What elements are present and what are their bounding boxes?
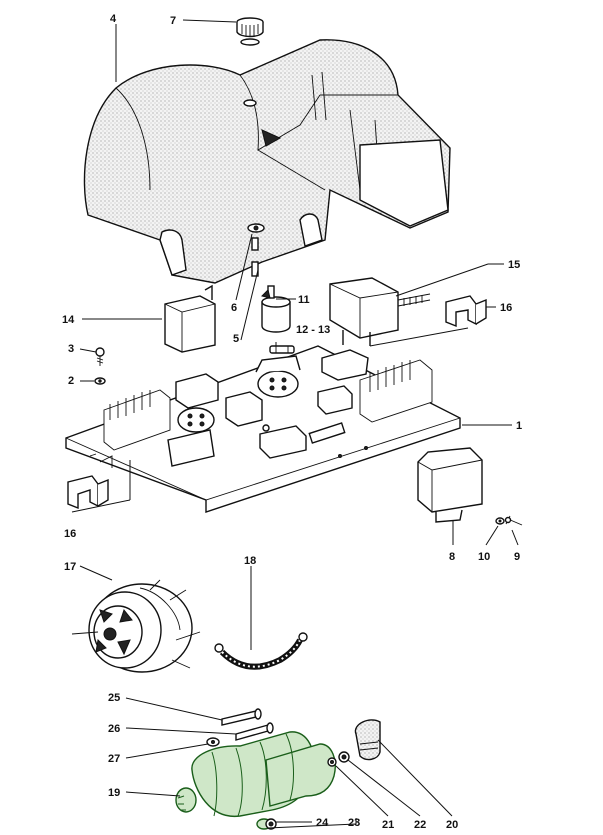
callout-20: 20 [446,819,458,831]
callout-5: 5 [233,333,239,345]
alternator-part [71,579,201,673]
callout-2: 2 [68,375,74,387]
cylinder-relay-part [261,285,291,333]
callout-11: 11 [298,294,310,306]
socket-middle [255,355,301,398]
callout-17: 17 [64,561,76,573]
callout-7: 7 [170,15,176,27]
callout-3: 3 [68,343,74,355]
callout-14: 14 [62,314,75,326]
screw-and-washer-part [94,347,106,385]
nut-lower-part [265,818,277,830]
callout-24: 24 [316,817,329,829]
callout-27: 27 [108,753,120,765]
callout-16-lower: 16 [64,528,76,540]
callout-15: 15 [508,259,520,271]
callout-22: 22 [414,819,426,831]
callout-8: 8 [449,551,455,563]
callout-16-upper: 16 [500,302,512,314]
callout-21: 21 [382,819,394,831]
callout-25: 25 [108,692,120,704]
callout-26: 26 [108,723,120,735]
rubber-boot-part [354,719,381,761]
relay-block-part [164,284,216,353]
ground-strap-part [214,632,308,670]
callout-9: 9 [514,551,520,563]
starter-motor-part [175,731,336,830]
fuse-part [269,345,295,354]
base-plate-part [65,345,461,513]
washer-and-pin-part [247,223,265,277]
callout-labels: 4 7 6 5 11 12 - 13 14 15 16 3 2 1 16 8 1… [62,13,522,831]
relay-with-terminal-part [329,277,431,346]
callout-19: 19 [108,787,120,799]
nuts-part [327,751,350,767]
callout-12-13: 12 - 13 [296,324,330,336]
knob-part [236,17,264,46]
relay-box-right-part [417,447,483,523]
clip-upper-part [445,295,487,328]
callout-23: 23 [348,817,360,829]
callout-10: 10 [478,551,490,563]
leader-lines [71,19,519,829]
callout-4: 4 [110,13,117,25]
callout-6: 6 [231,302,237,314]
callout-1: 1 [516,420,522,432]
main-cover-part [83,39,451,284]
callout-18: 18 [244,555,256,567]
bolts-part [206,708,274,747]
washer-screw-right-part [495,515,523,526]
socket-left [167,407,215,467]
clip-lower-part [67,475,109,510]
